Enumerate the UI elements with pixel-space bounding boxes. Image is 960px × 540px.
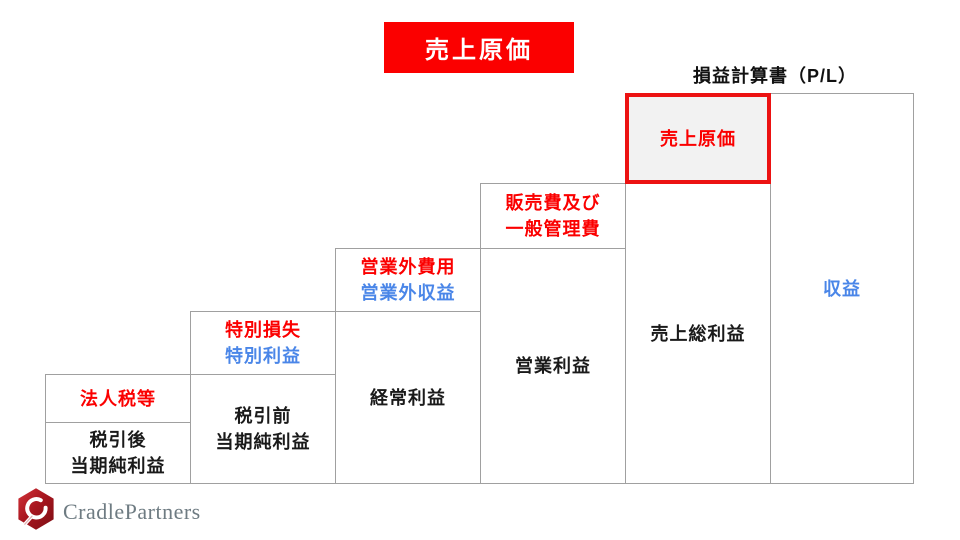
cell-pretax-net-income: 税引前 当期純利益 bbox=[190, 374, 336, 484]
cell-gross-profit: 売上総利益 bbox=[625, 183, 771, 484]
cell-operating-profit: 営業利益 bbox=[480, 248, 626, 484]
cell-ordinary-profit: 経常利益 bbox=[335, 311, 481, 484]
cell-cost-of-sales-highlighted: 売上原価 bbox=[625, 93, 771, 184]
corporate-tax-label: 法人税等 bbox=[80, 388, 156, 409]
cell-extraordinary-items: 特別損失 特別利益 bbox=[190, 311, 336, 375]
company-logo-text: CradlePartners bbox=[63, 498, 201, 524]
cell-net-income-after-tax: 税引後 当期純利益 bbox=[45, 422, 191, 484]
extraordinary-loss-label: 特別損失 bbox=[225, 320, 301, 340]
gross-profit-label: 売上総利益 bbox=[650, 323, 746, 344]
cost-of-sales-label: 売上原価 bbox=[660, 128, 736, 149]
non-operating-income-label: 営業外収益 bbox=[360, 283, 456, 303]
sga-line1: 販売費及び bbox=[505, 193, 601, 213]
pretax-net-income-line1: 税引前 bbox=[234, 406, 292, 426]
revenue-label: 収益 bbox=[823, 278, 861, 299]
title-banner-label: 売上原価 bbox=[425, 37, 533, 64]
cradlepartners-hexagon-logo-icon bbox=[16, 487, 56, 536]
pretax-net-income-line2: 当期純利益 bbox=[215, 432, 311, 452]
sga-line2: 一般管理費 bbox=[505, 219, 601, 239]
ordinary-profit-label: 経常利益 bbox=[370, 387, 446, 408]
company-logo: CradlePartners bbox=[16, 487, 201, 536]
cell-sga: 販売費及び 一般管理費 bbox=[480, 183, 626, 249]
operating-profit-label: 営業利益 bbox=[515, 356, 591, 376]
cell-corporate-tax: 法人税等 bbox=[45, 374, 191, 423]
net-income-after-tax-line2: 当期純利益 bbox=[70, 456, 166, 476]
extraordinary-gain-label: 特別利益 bbox=[225, 346, 301, 366]
cell-non-operating-items: 営業外費用 営業外収益 bbox=[335, 248, 481, 312]
net-income-after-tax-line1: 税引後 bbox=[89, 430, 147, 450]
title-banner: 売上原価 bbox=[384, 22, 574, 73]
non-operating-expenses-label: 営業外費用 bbox=[360, 257, 456, 277]
pl-statement-header: 損益計算書（P/L） bbox=[692, 66, 857, 86]
cell-revenue: 収益 bbox=[770, 93, 914, 484]
